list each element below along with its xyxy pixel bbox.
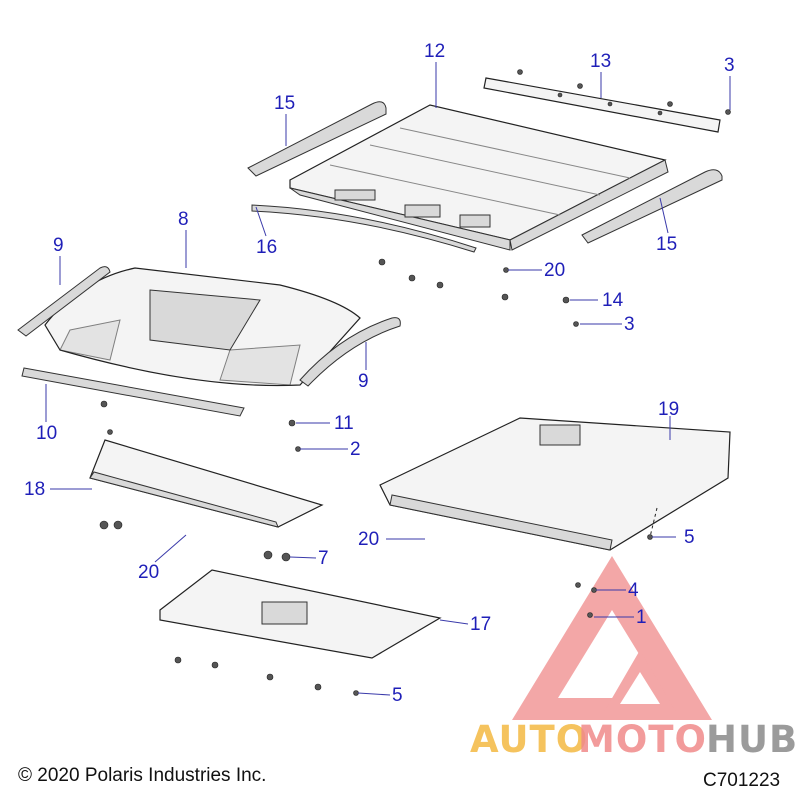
callout-15-left: 15 (274, 93, 296, 114)
headliner-19 (379, 417, 731, 551)
roof-panel-12 (289, 104, 669, 251)
callout-3-top: 3 (724, 55, 735, 76)
callout-18: 18 (24, 479, 46, 500)
leader-lines (45, 62, 731, 696)
watermark-text-auto: AUTO (470, 718, 589, 761)
callout-20-top: 20 (544, 260, 566, 281)
headliner-17 (159, 569, 442, 659)
watermark-logo (512, 556, 712, 720)
callout-9-left: 9 (53, 235, 64, 256)
callout-2: 2 (350, 439, 361, 460)
callout-1: 1 (636, 607, 647, 628)
front-bar-10 (21, 367, 245, 417)
callout-4: 4 (628, 580, 639, 601)
rear-strip-13 (483, 77, 721, 133)
callout-12: 12 (424, 41, 446, 62)
seal-15-left (247, 101, 387, 177)
panel-18 (89, 439, 324, 528)
callout-15-right: 15 (656, 234, 678, 255)
seal-9-right (299, 317, 401, 387)
callout-16: 16 (256, 237, 278, 258)
callout-20-left: 20 (138, 562, 160, 583)
callout-19: 19 (658, 399, 680, 420)
seal-9-left (17, 266, 111, 337)
callout-7: 7 (318, 548, 329, 569)
callout-11: 11 (334, 413, 354, 434)
watermark-text-hub: HUB (706, 718, 799, 761)
callout-10: 10 (36, 423, 58, 444)
callout-5-bottom: 5 (392, 685, 403, 706)
front-roof-panel-8 (44, 267, 361, 387)
callout-20-mid: 20 (358, 529, 380, 550)
diagram-code: C701223 (703, 770, 781, 791)
callout-13: 13 (590, 51, 612, 72)
callout-3-mid: 3 (624, 314, 635, 335)
callout-8: 8 (178, 209, 189, 230)
copyright-notice: © 2020 Polaris Industries Inc. (18, 765, 267, 786)
seal-15-right (581, 169, 723, 244)
front-trim-16 (251, 204, 477, 253)
watermark-text-moto: MOTO (578, 718, 707, 761)
callout-14: 14 (602, 290, 624, 311)
callout-17: 17 (470, 614, 492, 635)
callout-9-right: 9 (358, 371, 369, 392)
callout-5-right: 5 (684, 527, 695, 548)
